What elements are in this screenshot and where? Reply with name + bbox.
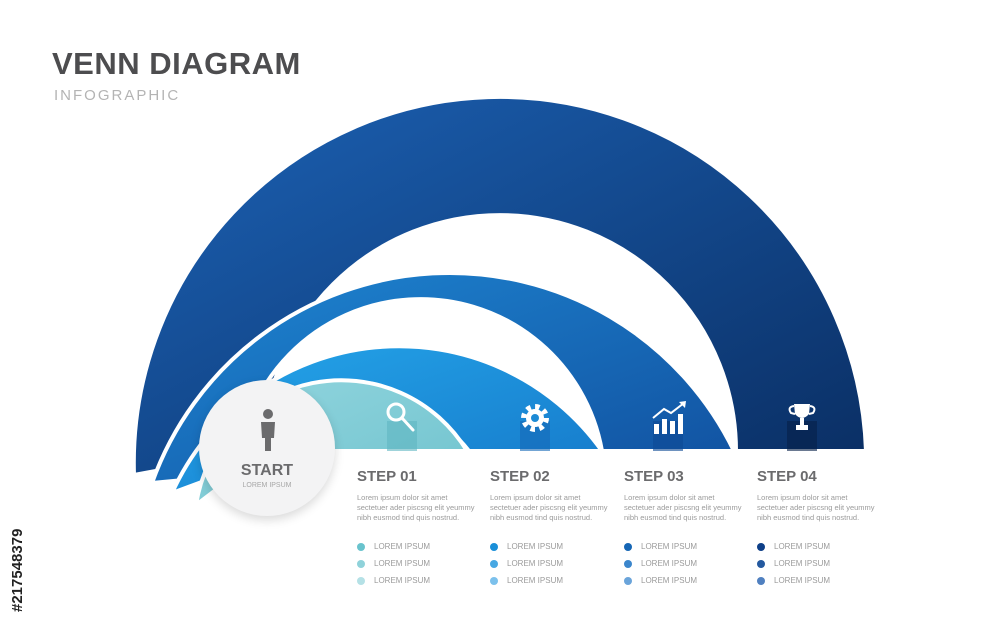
step-03-title: STEP 03	[624, 468, 684, 485]
step-03-bullet-1: LOREM IPSUM	[624, 538, 746, 555]
step-01-title: STEP 01	[357, 468, 417, 485]
step-01-bullet-1: LOREM IPSUM	[357, 538, 479, 555]
start-sublabel: LOREM IPSUM	[242, 482, 292, 489]
bullet-label: LOREM IPSUM	[774, 576, 831, 585]
step-04-block: STEP 04 Lorem ipsum dolor sit amet secte…	[757, 468, 879, 589]
step-04-description: Lorem ipsum dolor sit amet sectetuer ade…	[757, 493, 875, 522]
bullet-dot	[757, 542, 765, 551]
step-02-bullet-2: LOREM IPSUM	[490, 555, 612, 572]
bullet-dot	[757, 576, 765, 585]
step-02-title: STEP 02	[490, 468, 550, 485]
step-03-bullet-2: LOREM IPSUM	[624, 555, 746, 572]
bullet-dot	[357, 559, 365, 568]
page-title: VENN DIAGRAM	[52, 46, 301, 81]
bullet-dot	[624, 542, 632, 551]
bullet-dot	[624, 576, 632, 585]
step-01-block: STEP 01 Lorem ipsum dolor sit amet secte…	[357, 468, 479, 589]
ring-step-04	[131, 94, 869, 478]
trophy-icon	[788, 404, 816, 430]
start-label: START	[240, 462, 294, 479]
watermark-text: #217548379	[9, 529, 26, 612]
bullet-label: LOREM IPSUM	[507, 559, 564, 568]
bullet-label: LOREM IPSUM	[641, 559, 698, 568]
person-icon	[261, 409, 275, 451]
bullet-label: LOREM IPSUM	[507, 542, 564, 551]
step-01-description: Lorem ipsum dolor sit amet sectetuer ade…	[357, 493, 475, 522]
bullet-label: LOREM IPSUM	[641, 542, 698, 551]
step-04-bullet-1: LOREM IPSUM	[757, 538, 879, 555]
step-01-bullet-3: LOREM IPSUM	[357, 572, 479, 589]
bullet-label: LOREM IPSUM	[774, 559, 831, 568]
bullet-dot	[624, 559, 632, 568]
ring-step-03	[149, 270, 738, 486]
bullet-dot	[357, 576, 365, 585]
growth-chart-icon	[652, 401, 686, 434]
bullet-label: LOREM IPSUM	[374, 542, 431, 551]
bullet-dot	[357, 542, 365, 551]
step-01-icon-shadow	[387, 421, 417, 451]
bullet-label: LOREM IPSUM	[374, 576, 431, 585]
step-04-bullet-3: LOREM IPSUM	[757, 572, 879, 589]
step-04-title: STEP 04	[757, 468, 817, 485]
bullet-label: LOREM IPSUM	[774, 542, 831, 551]
step-02-bullet-1: LOREM IPSUM	[490, 538, 612, 555]
stock-watermark: #217548379	[9, 529, 26, 612]
step-03-description: Lorem ipsum dolor sit amet sectetuer ade…	[624, 493, 742, 522]
bullet-label: LOREM IPSUM	[374, 559, 431, 568]
step-04-bullet-2: LOREM IPSUM	[757, 555, 879, 572]
page-subtitle: INFOGRAPHIC	[54, 87, 181, 104]
bullet-dot	[490, 576, 498, 585]
step-02-description: Lorem ipsum dolor sit amet sectetuer ade…	[490, 493, 608, 522]
step-02-bullet-3: LOREM IPSUM	[490, 572, 612, 589]
bullet-label: LOREM IPSUM	[641, 576, 698, 585]
step-02-block: STEP 02 Lorem ipsum dolor sit amet secte…	[490, 468, 612, 589]
bullet-label: LOREM IPSUM	[507, 576, 564, 585]
bullet-dot	[490, 542, 498, 551]
bullet-dot	[490, 559, 498, 568]
step-01-bullet-2: LOREM IPSUM	[357, 555, 479, 572]
magnifier-icon	[386, 402, 415, 432]
gear-icon	[521, 404, 549, 432]
step-03-bullet-3: LOREM IPSUM	[624, 572, 746, 589]
step-03-block: STEP 03 Lorem ipsum dolor sit amet secte…	[624, 468, 746, 589]
bullet-dot	[757, 559, 765, 568]
